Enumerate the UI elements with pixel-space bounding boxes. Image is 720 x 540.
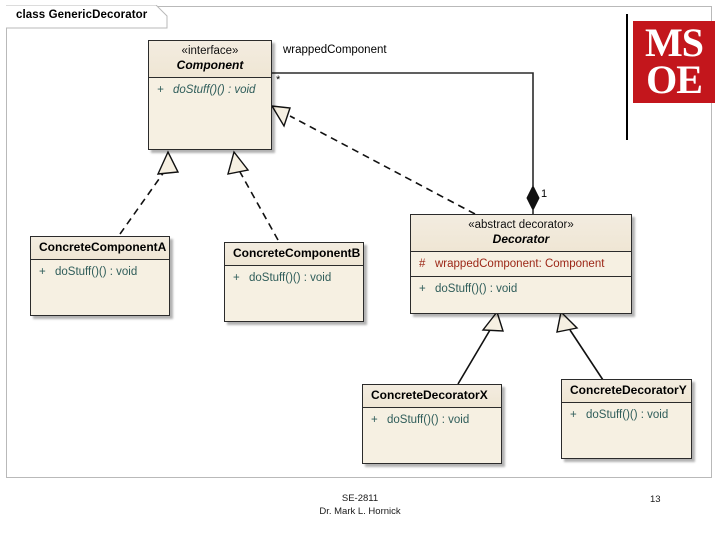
decorator-stereotype: «abstract decorator» [468, 219, 574, 231]
footer-course: SE-2811 [341, 493, 379, 504]
component-method-visibility: + [157, 84, 164, 96]
concretecomponentb-method-row: + doStuff()() : void [233, 270, 359, 286]
frame-tab-label: class GenericDecorator [16, 9, 148, 21]
decorator-attribute-visibility: # [419, 258, 426, 270]
class-box-component[interactable]: «interface» Component + doStuff()() : vo… [148, 40, 272, 150]
concretecomponentb-method-label: doStuff()() : void [249, 272, 332, 284]
class-box-concretecomponentb[interactable]: ConcreteComponentB + doStuff()() : void [224, 242, 364, 322]
msoe-logo: MS OE [633, 21, 715, 103]
component-header: «interface» Component [149, 41, 271, 78]
concretecomponentb-name: ConcreteComponentB [233, 246, 361, 260]
concretecomponenta-method-label: doStuff()() : void [55, 266, 138, 278]
component-stereotype: «interface» [181, 45, 239, 57]
concretecomponenta-method-row: + doStuff()() : void [39, 264, 165, 280]
class-box-decorator[interactable]: «abstract decorator» Decorator # wrapped… [410, 214, 632, 314]
footer-instructor: Dr. Mark L. Hornick [319, 506, 401, 517]
decorator-attribute-label: wrappedComponent: Component [435, 258, 605, 270]
component-method-row: + doStuff()() : void [157, 82, 267, 98]
concretecomponentb-method-visibility: + [233, 272, 240, 284]
concretedecoratorx-header: ConcreteDecoratorX [363, 385, 501, 408]
association-role-label: wrappedComponent [283, 44, 387, 56]
logo-divider-rule [626, 14, 628, 140]
decorator-method-row: + doStuff()() : void [419, 281, 627, 297]
concretedecoratory-method-visibility: + [570, 409, 577, 421]
component-methods-compartment: + doStuff()() : void [149, 78, 271, 102]
concretecomponenta-name: ConcreteComponentA [39, 240, 167, 254]
decorator-name: Decorator [492, 232, 550, 246]
concretedecoratory-methods-compartment: + doStuff()() : void [562, 403, 691, 427]
class-box-concretedecoratorx[interactable]: ConcreteDecoratorX + doStuff()() : void [362, 384, 502, 464]
decorator-attribute-row: # wrappedComponent: Component [419, 256, 627, 272]
class-box-concretecomponenta[interactable]: ConcreteComponentA + doStuff()() : void [30, 236, 170, 316]
concretedecoratorx-name: ConcreteDecoratorX [371, 388, 488, 402]
concretecomponentb-methods-compartment: + doStuff()() : void [225, 266, 363, 290]
concretedecoratorx-methods-compartment: + doStuff()() : void [363, 408, 501, 432]
concretecomponentb-header: ConcreteComponentB [225, 243, 363, 266]
msoe-logo-line2: OE [646, 57, 703, 102]
concretedecoratory-method-label: doStuff()() : void [586, 409, 669, 421]
class-box-concretedecoratory[interactable]: ConcreteDecoratorY + doStuff()() : void [561, 379, 692, 459]
concretedecoratory-name: ConcreteDecoratorY [570, 383, 687, 397]
msoe-logo-line1: MS [645, 20, 704, 65]
footer-page-number: 13 [650, 494, 661, 505]
concretecomponenta-methods-compartment: + doStuff()() : void [31, 260, 169, 284]
decorator-method-label: doStuff()() : void [435, 283, 518, 295]
concretecomponenta-header: ConcreteComponentA [31, 237, 169, 260]
concretecomponenta-method-visibility: + [39, 266, 46, 278]
multiplicity-target-label: 1 [541, 188, 548, 200]
decorator-header: «abstract decorator» Decorator [411, 215, 631, 252]
decorator-attributes-compartment: # wrappedComponent: Component [411, 252, 631, 277]
concretedecoratory-method-row: + doStuff()() : void [570, 407, 687, 423]
concretedecoratorx-method-label: doStuff()() : void [387, 414, 470, 426]
concretedecoratorx-method-visibility: + [371, 414, 378, 426]
multiplicity-source-label: * [276, 74, 281, 86]
concretedecoratory-header: ConcreteDecoratorY [562, 380, 691, 403]
component-method-label: doStuff()() : void [173, 84, 256, 96]
decorator-methods-compartment: + doStuff()() : void [411, 277, 631, 301]
component-name: Component [176, 58, 244, 72]
concretedecoratorx-method-row: + doStuff()() : void [371, 412, 497, 428]
decorator-method-visibility: + [419, 283, 426, 295]
slide-footer: SE-2811 Dr. Mark L. Hornick [0, 492, 720, 518]
